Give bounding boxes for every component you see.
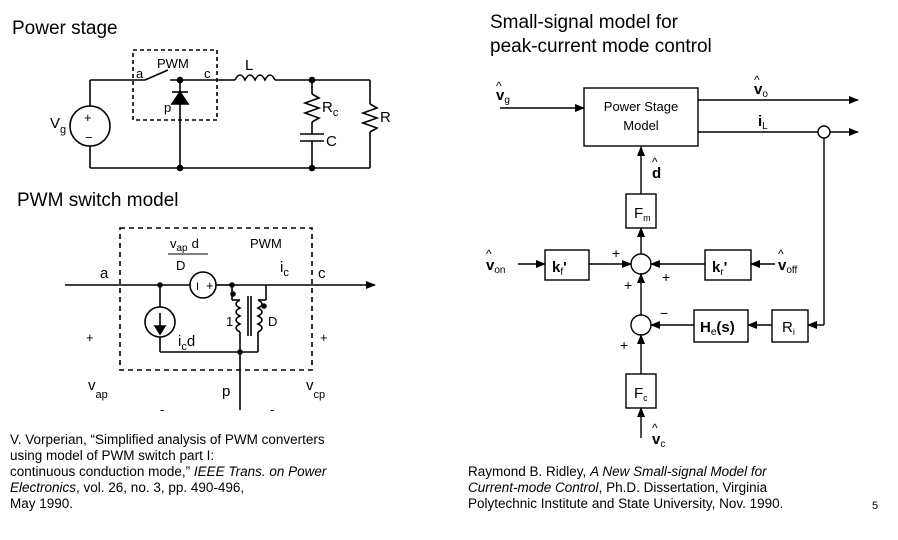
- kr-block: [704, 249, 752, 281]
- inductor: [234, 74, 276, 82]
- svg-text:+: +: [612, 245, 620, 261]
- inductor-label: L: [245, 57, 253, 74]
- svg-text:^: ^: [652, 421, 658, 435]
- he-label: He(s): [700, 319, 735, 338]
- vorperian-line5: May 1990.: [10, 496, 74, 511]
- svg-text:+: +: [86, 330, 94, 345]
- cap-label: C: [326, 133, 337, 150]
- vg-input-label: vg: [496, 87, 510, 106]
- svg-text:−: −: [660, 305, 668, 321]
- voff-label: voff: [778, 257, 798, 276]
- model-node-a: a: [100, 265, 109, 282]
- svg-text:^: ^: [754, 73, 760, 87]
- rc-label: Rc: [322, 99, 339, 119]
- ridley-line2: Current-mode Control, Ph.D. Dissertation…: [468, 480, 768, 495]
- ri-block: [771, 309, 809, 343]
- svg-text:+: +: [624, 277, 632, 293]
- node-p-label: p: [164, 100, 171, 115]
- block-diagram: [500, 87, 859, 438]
- vo-output-label: vo: [754, 81, 768, 100]
- vcp-label: vcp: [306, 377, 325, 401]
- ridley-line1: Raymond B. Ridley, A New Small-signal Mo…: [468, 464, 767, 479]
- pwm-model-box: [119, 227, 313, 371]
- icd-label: icd: [178, 333, 195, 353]
- ic-label: ic: [280, 259, 289, 279]
- power-stage-block-line1: Power Stage: [604, 99, 678, 114]
- svg-text:^: ^: [652, 155, 658, 169]
- kf-block: [544, 249, 590, 281]
- svg-text:+: +: [84, 110, 92, 125]
- load-label: R: [380, 109, 391, 126]
- node-a-label: a: [136, 66, 144, 81]
- page-number: 5: [872, 500, 879, 512]
- pwm-switch-box: [132, 49, 218, 121]
- fc-label: Fc: [634, 385, 648, 403]
- ri-label: Ri: [782, 319, 795, 337]
- svg-text:+: +: [620, 337, 628, 353]
- summer-bottom: [630, 314, 652, 336]
- small-signal-title-line2: peak-current mode control: [490, 36, 712, 57]
- svg-text:^: ^: [778, 247, 784, 261]
- turns-d: D: [268, 314, 277, 329]
- il-output-label: iL: [758, 113, 768, 132]
- fm-block: [625, 193, 657, 229]
- pwm-model-label: PWM: [250, 236, 282, 251]
- transformer-secondary: [256, 299, 263, 333]
- pwm-label: PWM: [157, 56, 189, 71]
- svg-text:I: I: [196, 281, 199, 293]
- small-signal-title-line1: Small-signal model for: [490, 12, 678, 33]
- rc-resistor: [302, 93, 322, 123]
- svg-text:+: +: [206, 278, 214, 293]
- d-label: d: [652, 165, 661, 182]
- vorperian-line3: continuous conduction mode,” IEEE Trans.…: [10, 464, 327, 479]
- block-diagram-labels: Power Stage Model vg ^ vo ^ iL d ^ Fm vo…: [486, 73, 798, 450]
- kr-label: kr': [712, 259, 727, 278]
- power-stage-block-line2: Model: [623, 118, 659, 133]
- ridley-reference: Raymond B. Ridley, A New Small-signal Mo…: [468, 464, 888, 512]
- turns-1: 1: [226, 314, 233, 329]
- von-label: von: [486, 257, 505, 276]
- pwm-switch-model-title: PWM switch model: [17, 190, 179, 211]
- power-stage-title: Power stage: [12, 18, 118, 39]
- pwm-switch-schematic: [65, 227, 376, 410]
- summer-top: [630, 253, 652, 275]
- power-stage-schematic: [69, 49, 380, 172]
- diode: [170, 90, 190, 105]
- svg-text:-: -: [160, 402, 164, 417]
- model-node-c: c: [318, 265, 326, 282]
- power-stage-block: [583, 87, 699, 147]
- svg-text:+: +: [320, 330, 328, 345]
- svg-text:^: ^: [496, 79, 502, 93]
- fm-label: Fm: [634, 205, 651, 223]
- load-resistor: [360, 103, 380, 133]
- vorperian-reference: V. Vorperian, “Simplified analysis of PW…: [10, 432, 450, 512]
- model-node-p: p: [222, 383, 230, 400]
- ridley-line3: Polytechnic Institute and State Universi…: [468, 496, 784, 511]
- svg-text:+: +: [662, 269, 670, 285]
- vorperian-line4: Electronics, vol. 26, no. 3, pp. 490-496…: [10, 480, 245, 495]
- svg-text:-: -: [270, 402, 274, 417]
- svg-text:^: ^: [486, 247, 492, 261]
- vap-denominator: D: [176, 258, 185, 273]
- vg-label: Vg: [50, 115, 66, 136]
- vorperian-line2: using model of PWM switch part I:: [10, 448, 215, 463]
- vap-label: vap: [88, 377, 108, 401]
- node-c-label: c: [204, 66, 211, 81]
- svg-text:−: −: [85, 130, 93, 145]
- kf-label: kf': [552, 259, 567, 278]
- power-stage-labels: + − Vg PWM a c p L Rc C R: [50, 56, 391, 150]
- vorperian-line1: V. Vorperian, “Simplified analysis of PW…: [10, 432, 325, 447]
- vg-source: [69, 105, 111, 147]
- transformer-primary: [235, 299, 242, 333]
- vc-label: vc: [652, 431, 665, 450]
